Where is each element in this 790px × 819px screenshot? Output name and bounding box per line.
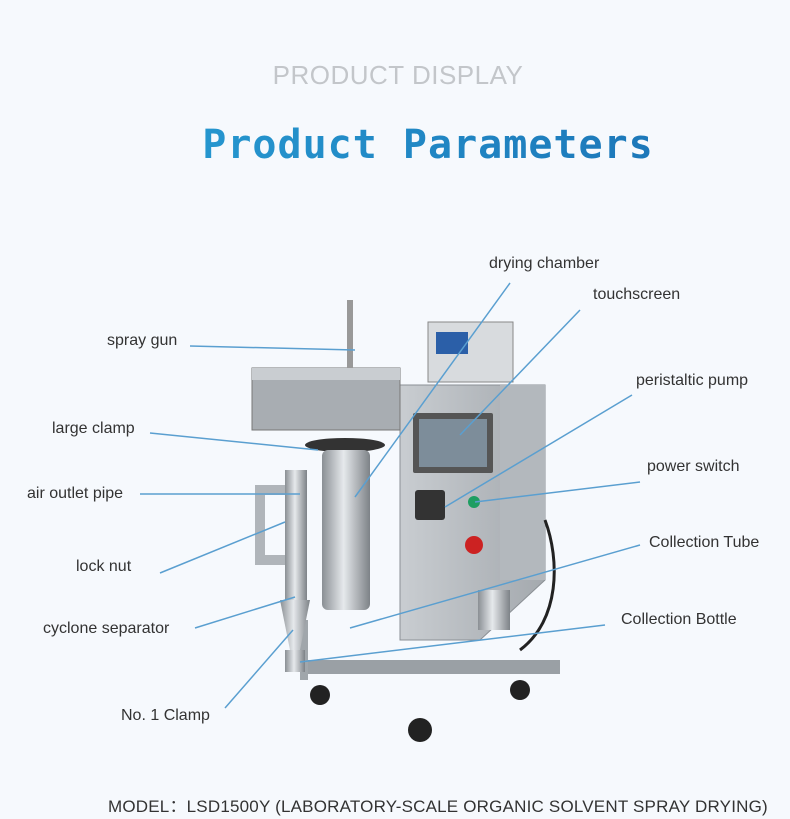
leader-large-clamp bbox=[149, 432, 319, 451]
leader-lock-nut bbox=[159, 521, 286, 574]
label-collection-bottle: Collection Bottle bbox=[621, 611, 737, 628]
label-peristaltic-pump: peristaltic pump bbox=[636, 372, 749, 389]
leader-collection-bottle bbox=[299, 624, 606, 663]
leader-spray-gun bbox=[189, 345, 356, 351]
label-collection-tube: Collection Tube bbox=[649, 534, 760, 551]
leader-lines bbox=[140, 282, 641, 709]
leader-drying-chamber bbox=[354, 282, 511, 498]
label-power-switch: power switch bbox=[647, 458, 740, 475]
page-title: Product Parameters bbox=[0, 122, 790, 168]
label-touchscreen: touchscreen bbox=[593, 286, 681, 303]
label-large-clamp: large clamp bbox=[52, 420, 135, 437]
leader-cyclone-separator bbox=[194, 596, 296, 629]
leader-power-switch bbox=[474, 481, 641, 503]
leader-touchscreen bbox=[459, 309, 581, 436]
label-spray-gun: spray gun bbox=[107, 332, 178, 349]
section-subtitle: PRODUCT DISPLAY bbox=[272, 60, 524, 90]
label-lock-nut: lock nut bbox=[76, 558, 132, 575]
label-drying-chamber: drying chamber bbox=[489, 255, 600, 272]
machine-frame bbox=[251, 300, 560, 742]
leader-peristaltic-pump bbox=[444, 394, 633, 508]
model-caption: MODEL：LSD1500Y (LABORATORY-SCALE ORGANIC… bbox=[108, 797, 768, 816]
leader-no1-clamp bbox=[224, 629, 294, 709]
label-air-outlet-pipe: air outlet pipe bbox=[27, 485, 124, 502]
label-cyclone-separator: cyclone separator bbox=[43, 620, 170, 637]
leader-collection-tube bbox=[349, 544, 641, 629]
label-no1-clamp: No. 1 Clamp bbox=[121, 707, 210, 724]
